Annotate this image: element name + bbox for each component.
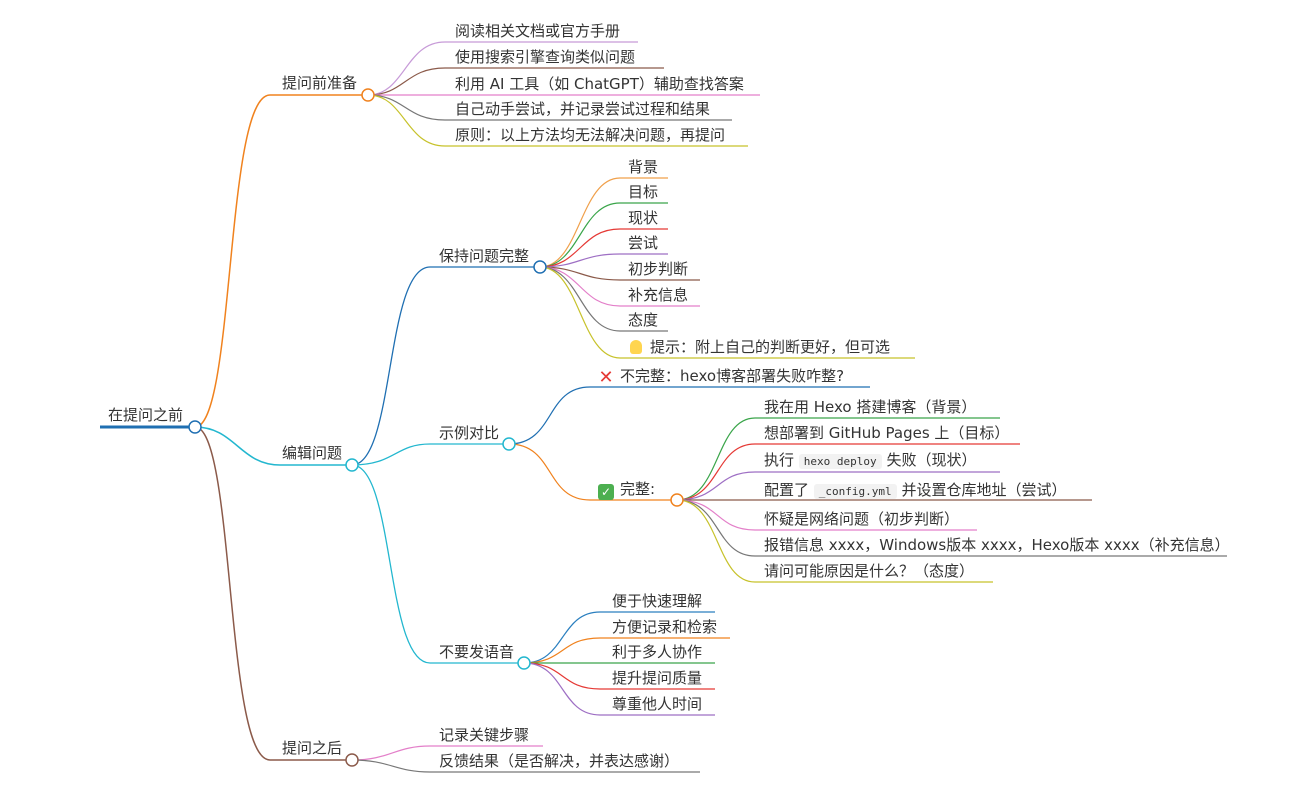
complete-item[interactable]: 尝试 bbox=[628, 234, 659, 252]
voice-collapse-toggle[interactable] bbox=[517, 656, 531, 670]
good-item-text: 配置了 bbox=[764, 481, 810, 499]
edge-root-after bbox=[194, 426, 352, 761]
edge-good-6 bbox=[676, 499, 1227, 557]
cross-mark-icon: ✕ bbox=[598, 367, 614, 388]
good-item[interactable]: 配置了 _config.yml 并设置仓库地址（尝试） bbox=[764, 480, 1066, 502]
edge-compare-good bbox=[508, 443, 677, 501]
complete-item[interactable]: 初步判断 bbox=[628, 260, 689, 278]
good-item[interactable]: 执行 hexo deploy 失败（现状） bbox=[764, 450, 976, 472]
edge-good-5 bbox=[676, 499, 977, 531]
prep-item[interactable]: 使用搜索引擎查询类似问题 bbox=[455, 48, 636, 66]
complete-item[interactable]: 背景 bbox=[628, 158, 659, 176]
edge-complete-2 bbox=[539, 202, 668, 268]
voice-item[interactable]: 尊重他人时间 bbox=[612, 695, 703, 713]
edge-root-prep bbox=[194, 94, 368, 428]
complete-item[interactable]: 态度 bbox=[628, 311, 659, 329]
prep-item[interactable]: 利用 AI 工具（如 ChatGPT）辅助查找答案 bbox=[455, 75, 744, 93]
inline-code: hexo deploy bbox=[798, 454, 882, 469]
after-item[interactable]: 记录关键步骤 bbox=[439, 726, 530, 744]
edge-voice-5 bbox=[523, 662, 715, 716]
edge-edit-compare bbox=[351, 443, 509, 466]
branch-prep[interactable]: 提问前准备 bbox=[282, 74, 358, 92]
tip-text: 提示：附上自己的判断更好，但可选 bbox=[650, 338, 891, 356]
edge-good-1 bbox=[676, 417, 1000, 501]
complete-item[interactable]: 目标 bbox=[628, 183, 659, 201]
edge-complete-8 bbox=[539, 266, 915, 359]
edge-edit-voice bbox=[351, 464, 524, 664]
check-mark-icon: ✓ bbox=[598, 484, 614, 500]
good-item-text: 执行 bbox=[764, 451, 795, 469]
edge-root-edit bbox=[194, 426, 352, 466]
compare-good[interactable]: ✓ 完整: bbox=[598, 479, 655, 500]
edge-good-3 bbox=[676, 471, 1000, 501]
edge-after-2 bbox=[351, 759, 700, 773]
complete-item[interactable]: 补充信息 bbox=[628, 286, 689, 304]
node-compare[interactable]: 示例对比 bbox=[439, 424, 500, 442]
prep-collapse-toggle[interactable] bbox=[361, 88, 375, 102]
good-item[interactable]: 想部署到 GitHub Pages 上（目标） bbox=[764, 424, 1010, 442]
prep-item[interactable]: 原则：以上方法均无法解决问题，再提问 bbox=[455, 126, 726, 144]
edge-complete-5 bbox=[539, 266, 700, 281]
lightbulb-icon bbox=[630, 340, 642, 354]
after-item[interactable]: 反馈结果（是否解决，并表达感谢） bbox=[439, 752, 680, 770]
edge-complete-1 bbox=[539, 177, 668, 268]
voice-item[interactable]: 提升提问质量 bbox=[612, 669, 703, 687]
edge-voice-2 bbox=[523, 637, 730, 664]
edge-after-1 bbox=[351, 745, 543, 761]
good-item[interactable]: 请问可能原因是什么？（态度） bbox=[764, 562, 975, 580]
compare-bad[interactable]: ✕ 不完整：hexo博客部署失败咋整? bbox=[598, 366, 845, 388]
edge-good-7 bbox=[676, 499, 993, 583]
node-no-voice[interactable]: 不要发语音 bbox=[439, 643, 515, 661]
edge-voice-4 bbox=[523, 662, 715, 690]
edge-prep-4 bbox=[367, 94, 732, 121]
edit-collapse-toggle[interactable] bbox=[345, 458, 359, 472]
complete-tip[interactable]: 提示：附上自己的判断更好，但可选 bbox=[630, 337, 890, 357]
compare-collapse-toggle[interactable] bbox=[502, 437, 516, 451]
after-collapse-toggle[interactable] bbox=[345, 753, 359, 767]
edge-complete-4 bbox=[539, 253, 668, 268]
good-item[interactable]: 怀疑是网络问题（初步判断） bbox=[764, 510, 960, 528]
edge-prep-2 bbox=[367, 67, 664, 96]
good-item-text: 失败（现状） bbox=[886, 451, 977, 469]
branch-after[interactable]: 提问之后 bbox=[282, 739, 343, 757]
prep-item[interactable]: 阅读相关文档或官方手册 bbox=[455, 22, 621, 40]
voice-item[interactable]: 利于多人协作 bbox=[612, 643, 703, 661]
edge-complete-6 bbox=[539, 266, 700, 307]
root-node[interactable]: 在提问之前 bbox=[108, 406, 184, 424]
prep-item[interactable]: 自己动手尝试，并记录尝试过程和结果 bbox=[455, 100, 711, 118]
edge-prep-5 bbox=[367, 94, 748, 147]
edge-complete-3 bbox=[539, 228, 668, 268]
good-collapse-toggle[interactable] bbox=[670, 493, 684, 507]
bad-text: 不完整：hexo博客部署失败咋整? bbox=[620, 367, 845, 385]
root-collapse-toggle[interactable] bbox=[188, 420, 202, 434]
good-item-text: 并设置仓库地址（尝试） bbox=[901, 481, 1067, 499]
good-text: 完整: bbox=[620, 480, 656, 498]
voice-item[interactable]: 方便记录和检索 bbox=[612, 618, 718, 636]
edge-edit-complete bbox=[351, 266, 540, 466]
edge-compare-bad bbox=[508, 386, 870, 445]
complete-collapse-toggle[interactable] bbox=[533, 260, 547, 274]
edge-complete-7 bbox=[539, 266, 668, 332]
edge-good-2 bbox=[676, 443, 1020, 501]
branch-edit[interactable]: 编辑问题 bbox=[282, 444, 343, 462]
node-keep-complete[interactable]: 保持问题完整 bbox=[439, 247, 530, 265]
voice-item[interactable]: 便于快速理解 bbox=[612, 592, 703, 610]
good-item[interactable]: 我在用 Hexo 搭建博客（背景） bbox=[764, 398, 977, 416]
edge-prep-1 bbox=[367, 41, 638, 96]
complete-item[interactable]: 现状 bbox=[628, 209, 659, 227]
edge-voice-1 bbox=[523, 611, 715, 664]
inline-code: _config.yml bbox=[813, 484, 897, 499]
good-item[interactable]: 报错信息 xxxx，Windows版本 xxxx，Hexo版本 xxxx（补充信… bbox=[764, 536, 1230, 554]
